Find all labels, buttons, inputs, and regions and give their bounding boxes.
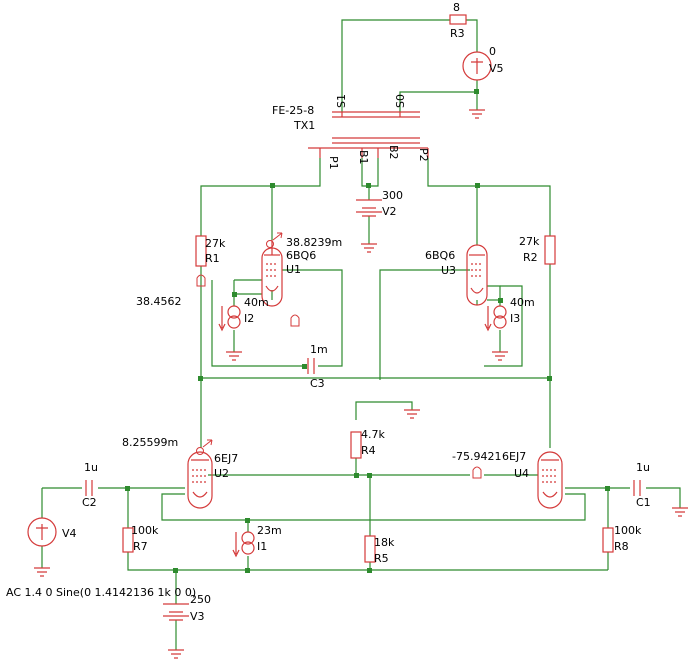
r1-value: 27k	[205, 237, 226, 250]
v2-ref: V2	[382, 205, 397, 218]
u2-ref: U2	[214, 467, 229, 480]
resistor-r2[interactable]: 27k R2	[519, 235, 556, 265]
battery-v3[interactable]: 250 V3	[163, 593, 211, 623]
c1-ref: C1	[636, 496, 651, 509]
u1-probe: 38.8239m	[286, 236, 342, 249]
v4-ref: V4	[62, 527, 77, 540]
i1-value: 23m	[257, 524, 282, 537]
c3-ref: C3	[310, 377, 325, 390]
c1-value: 1u	[636, 461, 650, 474]
r8-value: 100k	[614, 524, 642, 537]
current-source-i3[interactable]: 40m I3	[484, 296, 535, 332]
current-source-i1[interactable]: 23m I1	[232, 524, 282, 558]
u2-probe: 8.25599m	[122, 436, 178, 449]
r7-ref: R7	[133, 540, 148, 553]
i3-ref: I3	[510, 312, 520, 325]
capacitor-c2[interactable]: 1u C2	[82, 461, 98, 509]
probe-left-value: 38.4562	[136, 295, 182, 308]
r3-value: 8	[453, 1, 460, 14]
voltage-source-v4[interactable]: V4	[27, 517, 77, 547]
i2-ref: I2	[244, 312, 254, 325]
v3-ref: V3	[190, 610, 205, 623]
c2-value: 1u	[84, 461, 98, 474]
u1-model: 6BQ6	[286, 249, 316, 262]
u4-ref: U4	[514, 467, 529, 480]
capacitor-c3[interactable]: 1m C3	[307, 343, 328, 390]
v5-value: 0	[489, 45, 496, 58]
ground-i3	[492, 351, 508, 361]
tube-u1[interactable]: 38.8239m 6BQ6 U1	[261, 236, 342, 307]
i1-ref: I1	[257, 540, 267, 553]
u3-ref: U3	[441, 264, 456, 277]
tube-u4[interactable]: -75.9421 6EJ7 U4	[452, 450, 563, 509]
tx-ref: TX1	[293, 119, 315, 132]
tx-pin-p1: P1	[327, 156, 340, 170]
u4-model: 6EJ7	[502, 450, 526, 463]
r1-ref: R1	[205, 252, 220, 265]
u1-ref: U1	[286, 263, 301, 276]
resistor-r7[interactable]: 100k R7	[122, 524, 159, 553]
v4-spec: AC 1.4 0 Sine(0 1.4142136 1k 0 0)	[6, 586, 196, 599]
current-source-i2[interactable]: 40m I2	[218, 296, 269, 332]
resistor-r1[interactable]: 27k R1	[195, 235, 226, 267]
u3-model: 6BQ6	[425, 249, 455, 262]
tx-pin-s1: S1	[335, 94, 348, 108]
r5-ref: R5	[374, 552, 389, 565]
ground-v5	[469, 109, 485, 119]
r8-ref: R8	[614, 540, 629, 553]
probe-u2-icon	[196, 439, 213, 455]
tx-pin-b1: B1	[357, 150, 370, 165]
r7-value: 100k	[131, 524, 159, 537]
resistor-r3[interactable]: 8 R3	[449, 1, 467, 40]
wires	[41, 19, 681, 650]
r4-value: 4.7k	[361, 428, 385, 441]
r2-value: 27k	[519, 235, 540, 248]
u4-probe: -75.9421	[452, 450, 501, 463]
r3-ref: R3	[450, 27, 465, 40]
battery-v2[interactable]: 300 V2	[356, 189, 403, 218]
r2-ref: R2	[523, 251, 538, 264]
ground-c1	[672, 507, 688, 517]
resistor-r8[interactable]: 100k R8	[602, 524, 642, 553]
tx-pin-p2: P2	[417, 148, 430, 162]
ground-v2	[361, 243, 377, 253]
probe-u1-icon	[266, 232, 283, 248]
v5-ref: V5	[489, 62, 504, 75]
tx-model: FE-25-8	[272, 104, 314, 117]
probe-u4-icon	[472, 466, 482, 479]
capacitor-c1[interactable]: 1u C1	[633, 461, 651, 509]
tx-pin-s0: S0	[394, 94, 407, 108]
transformer-tx1[interactable]: FE-25-8 TX1 S1 S0 P1 B1 B2 P2	[272, 94, 430, 170]
u2-model: 6EJ7	[214, 452, 238, 465]
r5-value: 18k	[374, 536, 395, 549]
junctions	[125, 89, 610, 573]
ground-v3	[168, 649, 184, 659]
r4-ref: R4	[361, 444, 376, 457]
v3-value: 250	[190, 593, 211, 606]
tx-pin-b2: B2	[387, 145, 400, 160]
voltage-source-v5[interactable]: 0 V5	[462, 45, 504, 81]
ground-i2	[226, 351, 242, 361]
v2-value: 300	[382, 189, 403, 202]
i3-value: 40m	[510, 296, 535, 309]
resistor-r5[interactable]: 18k R5	[364, 535, 395, 565]
c3-value: 1m	[310, 343, 328, 356]
ground-v4	[34, 567, 50, 577]
i2-value: 40m	[244, 296, 269, 309]
probe-left-icon	[196, 274, 206, 287]
tube-u3[interactable]: 6BQ6 U3	[425, 244, 488, 306]
tube-u2[interactable]: 8.25599m 6EJ7 U2	[122, 436, 238, 509]
resistor-r4[interactable]: 4.7k R4	[350, 428, 385, 459]
c2-ref: C2	[82, 496, 97, 509]
ground-r4	[404, 409, 420, 419]
probe-marker-icon	[290, 314, 300, 327]
